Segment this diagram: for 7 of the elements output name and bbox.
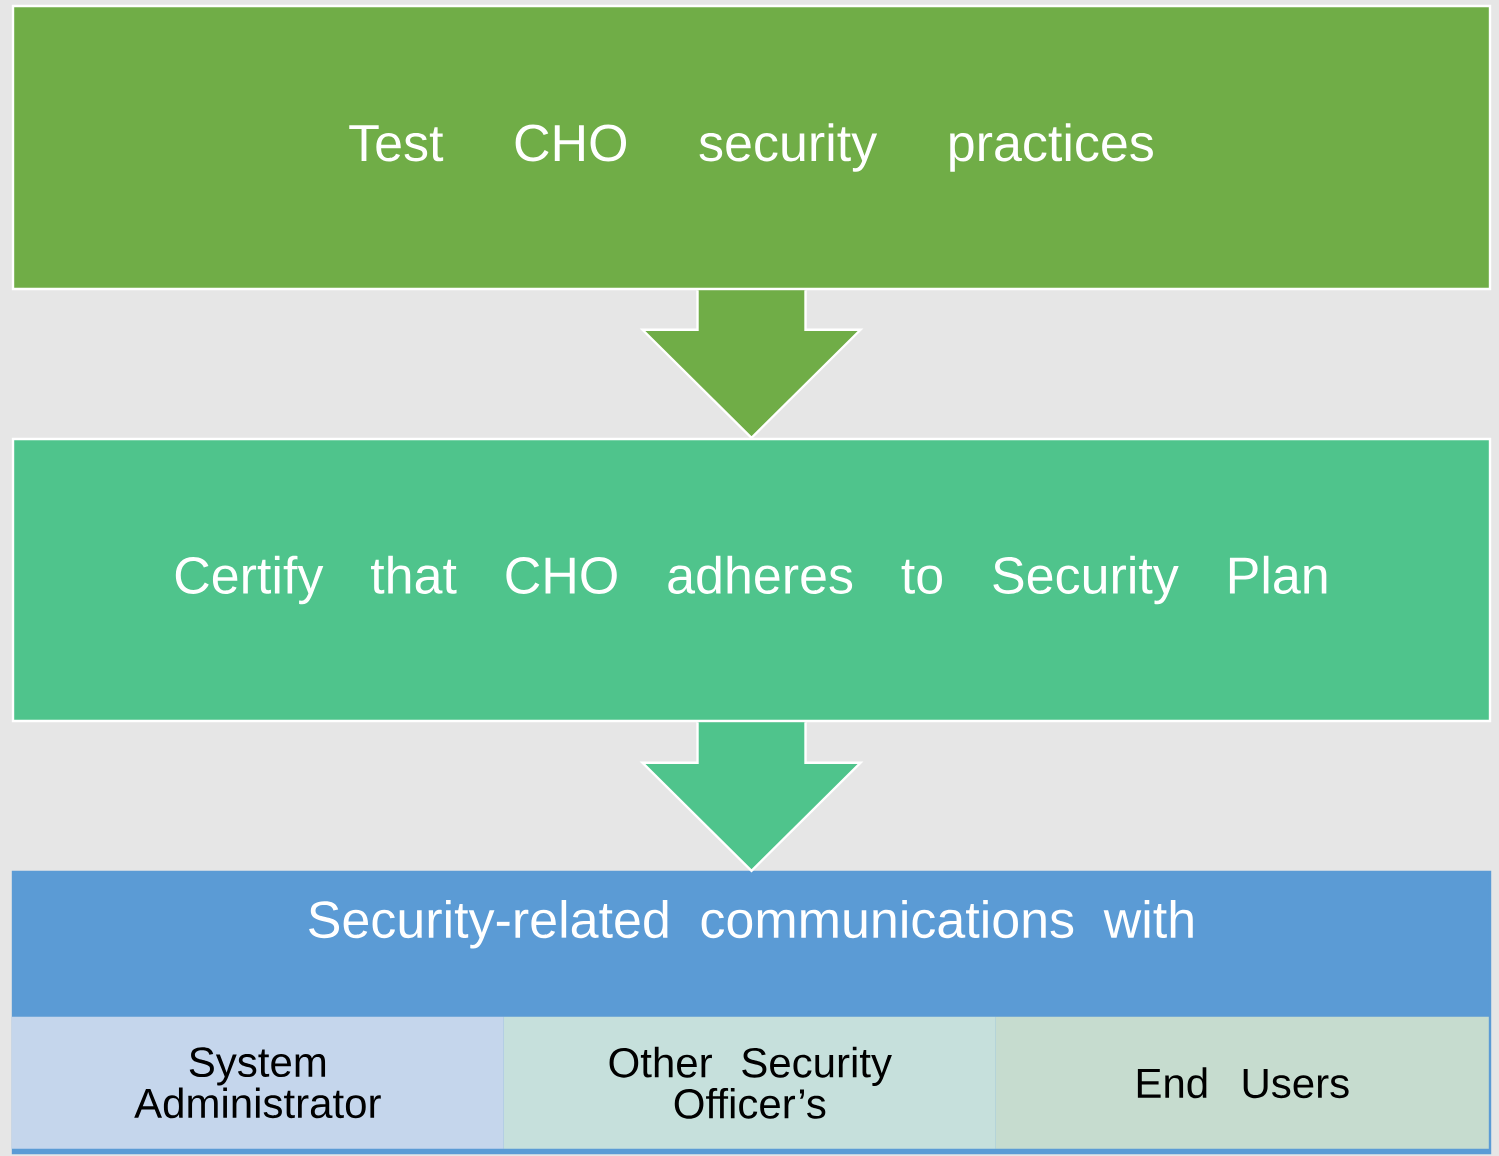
category-cell: End Users	[995, 1016, 1489, 1149]
block-arrow	[639, 720, 864, 873]
process-box: Test CHO security practices	[11, 4, 1492, 291]
block-arrow	[639, 289, 864, 440]
category-cell: Other Security Officer’s	[503, 1016, 996, 1149]
process-box: Certify that CHO adheres to Security Plan	[11, 437, 1492, 723]
category-cell: System Administrator	[11, 1016, 504, 1149]
